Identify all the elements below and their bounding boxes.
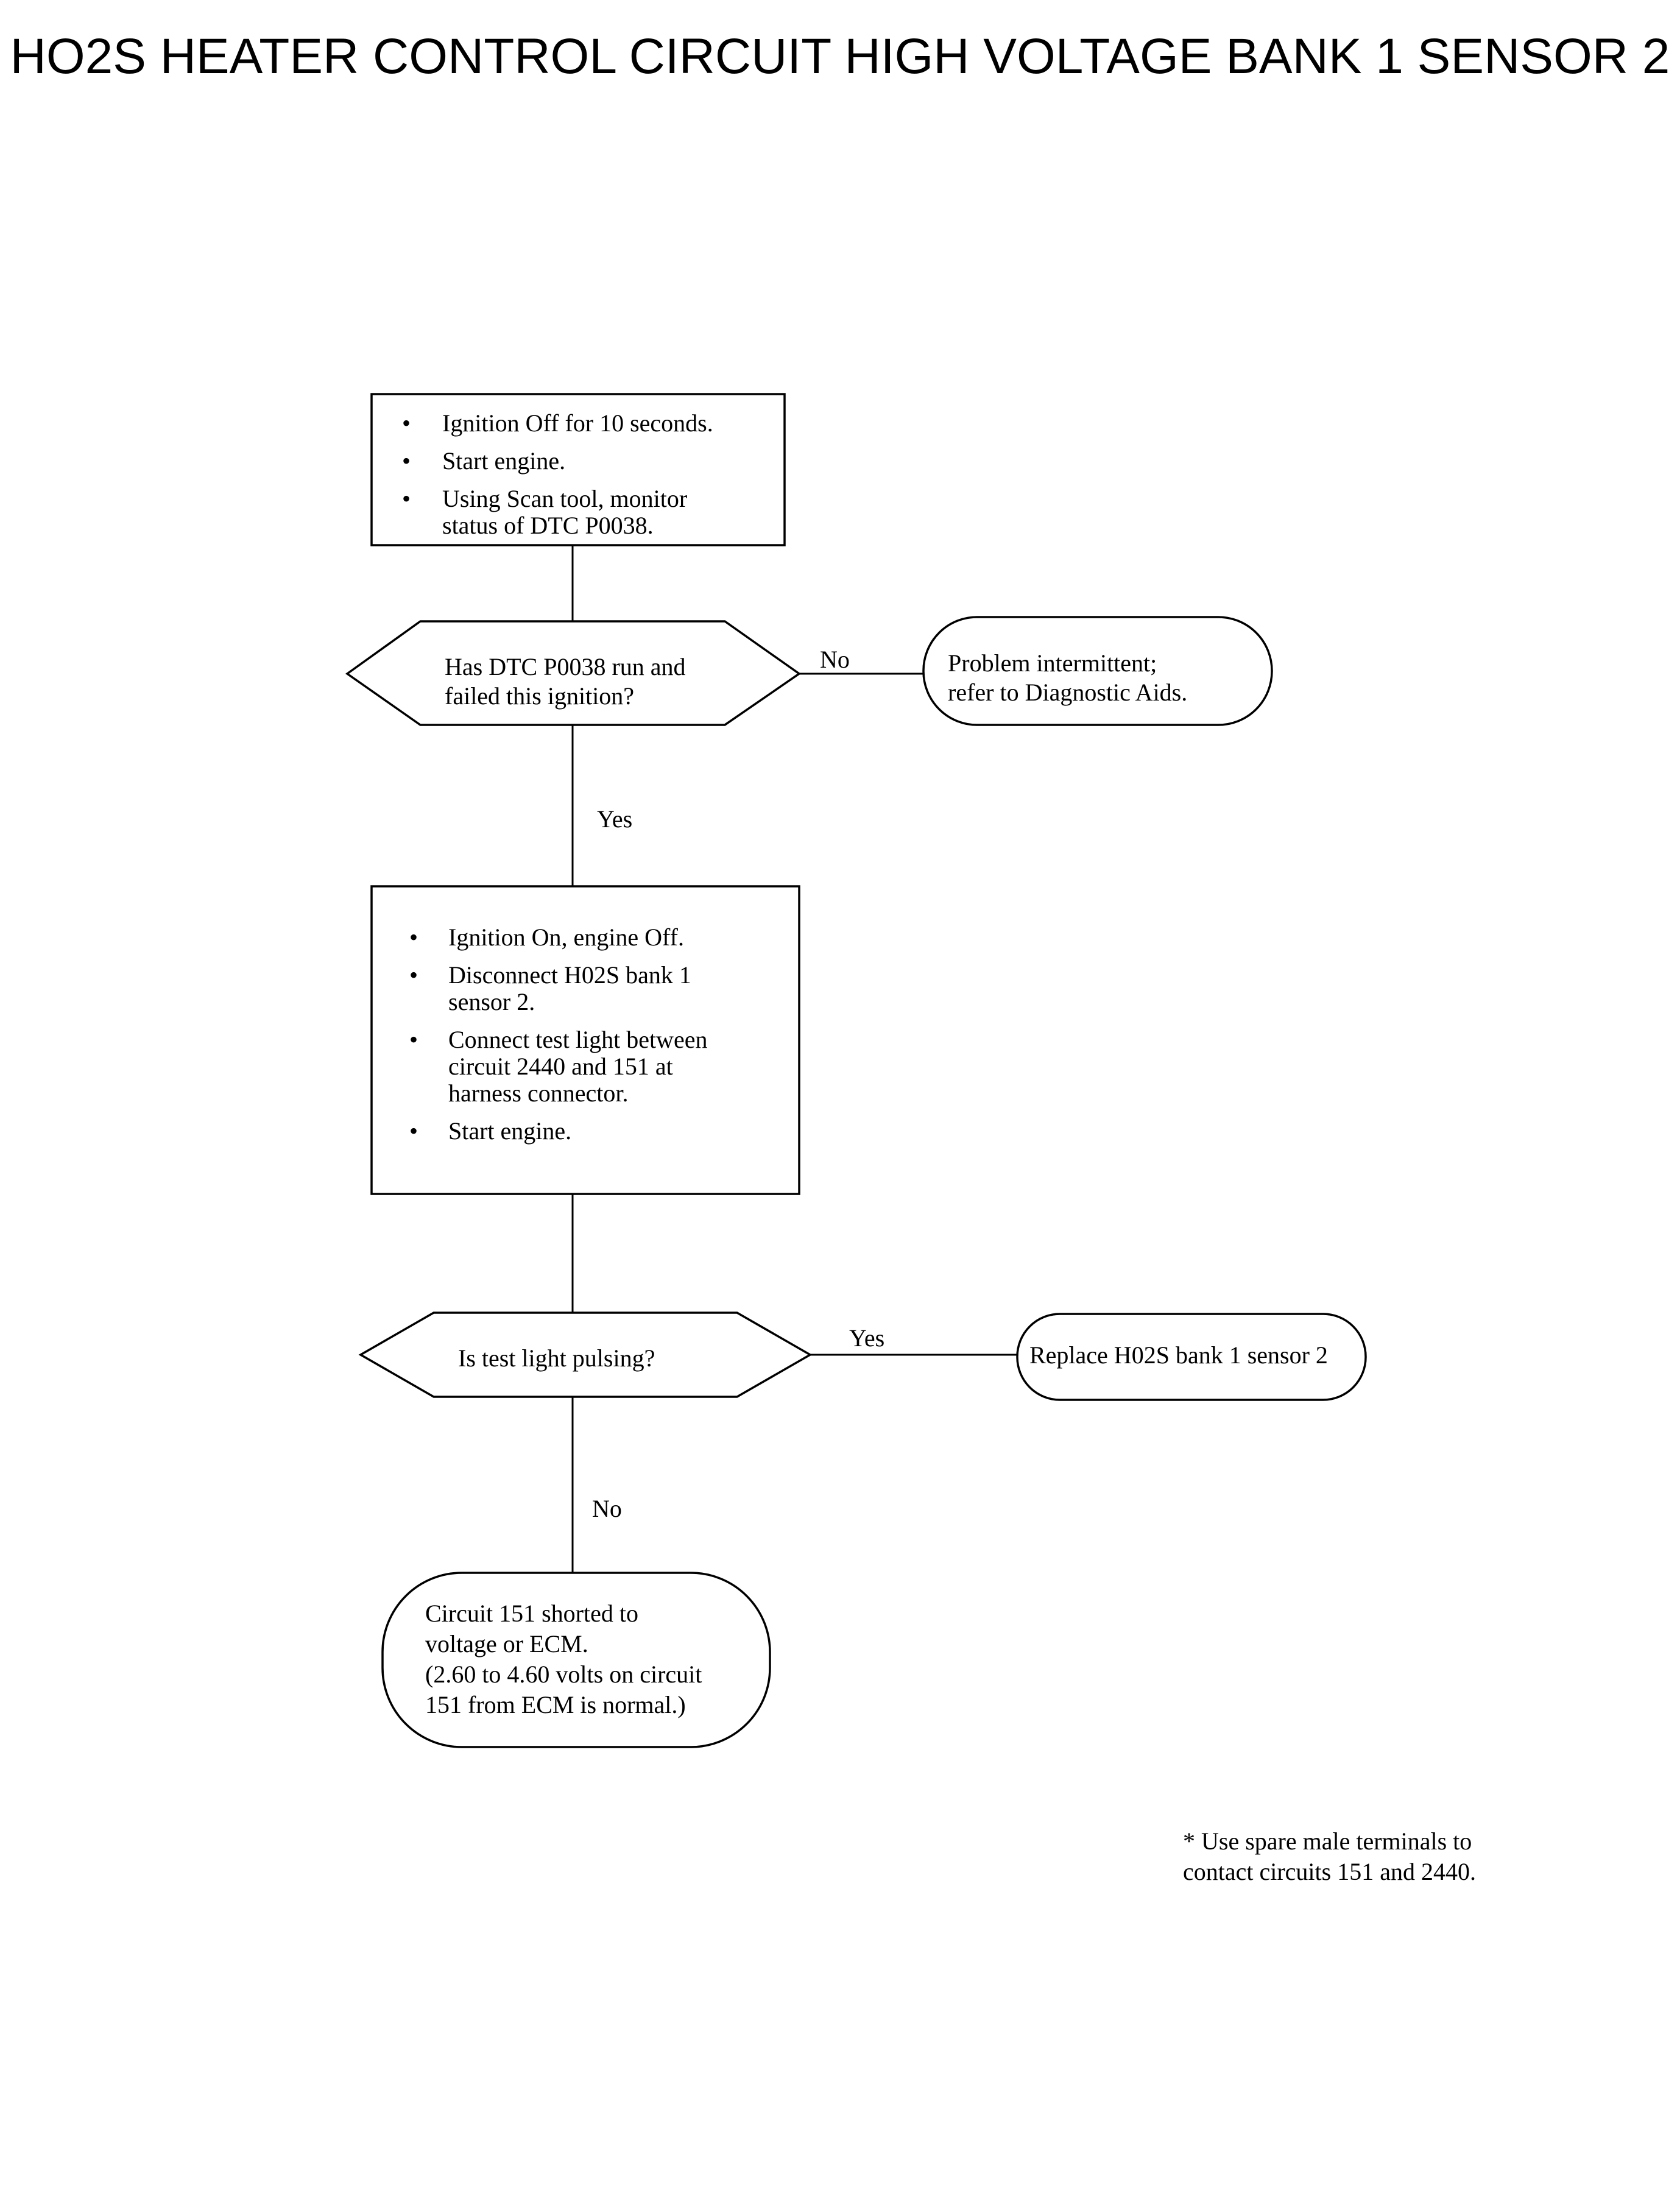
step1-line: Start engine. bbox=[442, 447, 565, 475]
step1-line: Using Scan tool, monitor bbox=[442, 485, 687, 512]
step1-line: Ignition Off for 10 seconds. bbox=[442, 409, 713, 437]
decision2-line: Is test light pulsing? bbox=[458, 1344, 655, 1372]
step2-box: • Ignition On, engine Off. • Disconnect H02… bbox=[370, 885, 800, 1195]
page-title: HO2S HEATER CONTROL CIRCUIT HIGH VOLTAGE… bbox=[10, 29, 1670, 84]
decision2-no-label: No bbox=[592, 1495, 622, 1522]
result-replace-text: Replace H02S bank 1 sensor 2 bbox=[1029, 1341, 1328, 1369]
step2-line: Ignition On, engine Off. bbox=[448, 923, 684, 951]
step1-line: status of DTC P0038. bbox=[442, 512, 654, 539]
step2-line: harness connector. bbox=[448, 1079, 628, 1107]
step1-bullet: • bbox=[402, 485, 411, 512]
result-intermittent-line: refer to Diagnostic Aids. bbox=[948, 679, 1187, 706]
step1-bullet: • bbox=[402, 409, 411, 437]
result-intermittent-line: Problem intermittent; bbox=[948, 649, 1157, 677]
step2-line: Disconnect H02S bank 1 bbox=[448, 961, 691, 989]
decision2-text: Is test light pulsing? bbox=[458, 1344, 655, 1372]
result-intermittent-text: Problem intermittent;refer to Diagnostic… bbox=[948, 649, 1187, 706]
step2-text: • Ignition On, engine Off. • Disconnect H02… bbox=[409, 923, 707, 1145]
result-circuit-terminal: Circuit 151 shorted to voltage or ECM. (2.… bbox=[381, 1572, 771, 1748]
step1-text: • Ignition Off for 10 seconds. • Start engi… bbox=[402, 409, 713, 539]
step2-bullet: • bbox=[409, 961, 418, 989]
step2-line: Start engine. bbox=[448, 1117, 571, 1145]
result-circuit-text: Circuit 151 shorted to voltage or ECM. (2.… bbox=[425, 1600, 702, 1718]
decision1-line: failed this ignition? bbox=[445, 682, 634, 710]
step2-line: Connect test light between bbox=[448, 1026, 707, 1053]
footnote-line: * Use spare male terminals to bbox=[1183, 1827, 1472, 1855]
decision1-yes-label: Yes bbox=[597, 805, 632, 833]
result-circuit-line: Circuit 151 shorted to bbox=[425, 1600, 638, 1627]
decision1-no-label: No bbox=[820, 646, 850, 673]
step2-line: circuit 2440 and 151 at bbox=[448, 1053, 673, 1080]
footnote: * Use spare male terminals to contact cir… bbox=[1183, 1827, 1476, 1885]
result-replace-terminal: Replace H02S bank 1 sensor 2 bbox=[1016, 1313, 1367, 1401]
step2-line: sensor 2. bbox=[448, 988, 535, 1015]
step1-box: • Ignition Off for 10 seconds. • Start engi… bbox=[370, 393, 786, 546]
step2-bullet: • bbox=[409, 1026, 418, 1053]
step2-bullet: • bbox=[409, 1117, 418, 1145]
result-intermittent-terminal: Problem intermittent;refer to Diagnostic… bbox=[922, 616, 1273, 726]
step1-bullet: • bbox=[402, 447, 411, 475]
result-circuit-line: voltage or ECM. bbox=[425, 1630, 588, 1658]
footnote-line: contact circuits 151 and 2440. bbox=[1183, 1858, 1476, 1885]
result-circuit-line: (2.60 to 4.60 volts on circuit bbox=[425, 1661, 702, 1688]
result-replace-line: Replace H02S bank 1 sensor 2 bbox=[1029, 1341, 1328, 1369]
decision2-yes-label: Yes bbox=[849, 1324, 884, 1352]
decision2-diamond: Is test light pulsing? bbox=[358, 1312, 813, 1398]
result-circuit-line: 151 from ECM is normal.) bbox=[425, 1691, 686, 1718]
decision1-line: Has DTC P0038 run and bbox=[445, 653, 686, 680]
step2-bullet: • bbox=[409, 923, 418, 951]
